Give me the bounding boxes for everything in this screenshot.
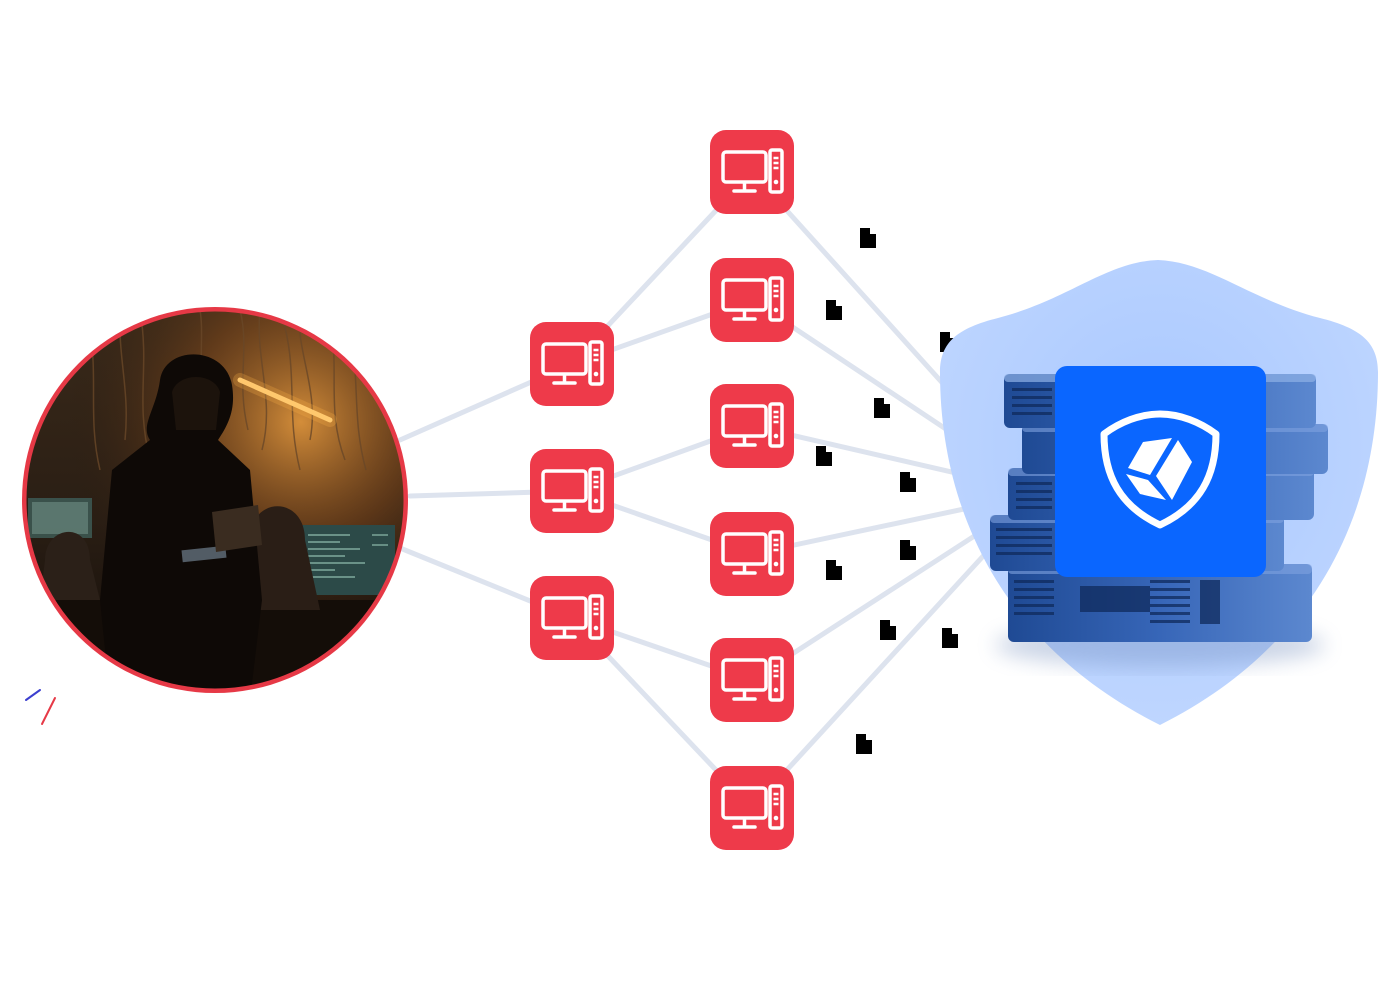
document-icon — [816, 446, 832, 466]
relay-node — [530, 322, 614, 406]
document-icon — [874, 398, 890, 418]
bot-node — [710, 130, 794, 214]
attacker-photo — [22, 307, 408, 693]
document-icon — [826, 300, 842, 320]
relay-node — [530, 576, 614, 660]
document-icon — [942, 628, 958, 648]
bot-node — [710, 766, 794, 850]
request-packets — [816, 228, 958, 754]
bot-node — [710, 512, 794, 596]
bot-node — [710, 258, 794, 342]
document-icon — [900, 540, 916, 560]
decorative-marks — [25, 689, 56, 725]
bot-node — [710, 384, 794, 468]
shield-logo-icon — [1100, 410, 1220, 529]
protected-server — [940, 260, 1378, 725]
document-icon — [900, 472, 916, 492]
bot-node — [710, 638, 794, 722]
relay-node — [530, 449, 614, 533]
document-icon — [826, 560, 842, 580]
document-icon — [860, 228, 876, 248]
document-icon — [880, 620, 896, 640]
document-icon — [856, 734, 872, 754]
